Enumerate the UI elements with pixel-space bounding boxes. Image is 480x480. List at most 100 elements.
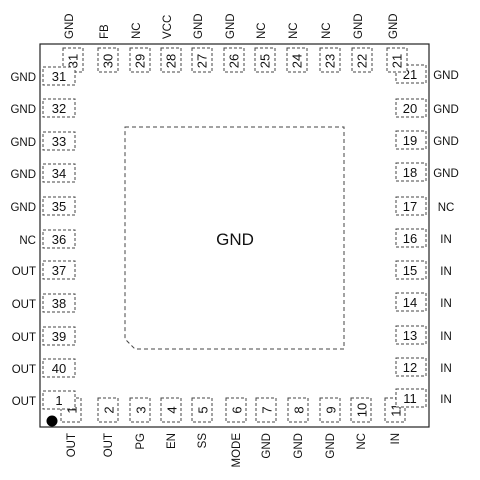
pin-pad bbox=[386, 47, 408, 73]
pin-pad bbox=[395, 357, 427, 377]
pin-pad bbox=[223, 47, 245, 73]
pin-pad bbox=[350, 397, 372, 423]
pin-pad bbox=[42, 163, 76, 183]
pin-pad bbox=[286, 47, 308, 73]
pin-33-left: 33 GND bbox=[10, 131, 76, 151]
pin-name: OUT bbox=[103, 433, 115, 457]
pin-pad bbox=[42, 358, 76, 378]
pin-number: 12 bbox=[403, 360, 417, 375]
pin-name: NC bbox=[131, 22, 143, 39]
pin-name: IN bbox=[440, 266, 452, 278]
pin-name: NC bbox=[288, 22, 300, 39]
pin-name: IN bbox=[390, 433, 402, 445]
pin-pad bbox=[395, 260, 427, 280]
pin-name: GND bbox=[433, 70, 459, 82]
pin-4-bottom: 4EN bbox=[160, 397, 182, 449]
pin-pad bbox=[42, 390, 76, 410]
pin-number: 26 bbox=[226, 54, 241, 68]
pin-number: 20 bbox=[403, 101, 417, 116]
pin-pad bbox=[42, 293, 76, 313]
pin-name: IN bbox=[440, 363, 452, 375]
pin-number: 29 bbox=[132, 54, 147, 68]
pin-number: 33 bbox=[52, 134, 66, 149]
pin-name: OUT bbox=[12, 266, 36, 278]
pin-number: 21 bbox=[389, 54, 404, 68]
pin-number: 40 bbox=[52, 361, 66, 376]
pin-name: GND bbox=[10, 72, 36, 84]
pin-number: 6 bbox=[229, 406, 244, 413]
pin-pad bbox=[395, 228, 427, 248]
pin-number: 9 bbox=[323, 406, 338, 413]
pin-number: 28 bbox=[163, 54, 178, 68]
pin-number: 31 bbox=[65, 54, 80, 68]
pin-number: 5 bbox=[195, 406, 210, 413]
pin-number: 15 bbox=[403, 263, 417, 278]
pin-15-right: 15 IN bbox=[395, 260, 452, 280]
pin-number: 38 bbox=[52, 296, 66, 311]
pin-31-left: 31 GND bbox=[10, 66, 76, 86]
pin-name: GND bbox=[10, 169, 36, 181]
pin-number: 24 bbox=[289, 54, 304, 68]
pin-name: GND bbox=[433, 104, 459, 116]
pin-number: 4 bbox=[164, 406, 179, 413]
pin-name: NC bbox=[256, 22, 268, 39]
pin-number: 36 bbox=[52, 232, 66, 247]
pin-pad bbox=[255, 397, 277, 423]
pin-29-top: 29 NC bbox=[129, 22, 151, 73]
pin-name: GND bbox=[388, 13, 400, 39]
pin-number: 7 bbox=[259, 406, 274, 413]
pin-13-right: 13 IN bbox=[395, 325, 452, 345]
pin-number: 1 bbox=[55, 393, 62, 408]
pin-pad bbox=[395, 98, 427, 118]
pin-pad bbox=[395, 292, 427, 312]
pin-name: GND bbox=[193, 13, 205, 39]
pin-3-bottom: 3PG bbox=[129, 397, 151, 450]
pin-pad bbox=[225, 397, 247, 423]
pin-number: 31 bbox=[52, 69, 66, 84]
pin-name: NC bbox=[438, 202, 455, 214]
pin-24-top: 24 NC bbox=[286, 22, 308, 73]
pin-number: 10 bbox=[354, 403, 369, 417]
pin-34-left: 34 GND bbox=[10, 163, 76, 183]
pin-number: 27 bbox=[194, 54, 209, 68]
pin-name: GND bbox=[10, 137, 36, 149]
pin-pad bbox=[42, 229, 76, 249]
pin-pad bbox=[42, 196, 76, 216]
pin-name: GND bbox=[433, 136, 459, 148]
pin-number: 2 bbox=[101, 406, 116, 413]
pin-number: 39 bbox=[52, 329, 66, 344]
pin-name: GND bbox=[10, 202, 36, 214]
pin-pad bbox=[395, 388, 427, 408]
pin-number: 25 bbox=[257, 54, 272, 68]
pins-layer: 1OUT2OUT3PG4EN5SS6MODE7GND8GND9GND10NC11… bbox=[10, 13, 458, 467]
pin-pad bbox=[254, 47, 276, 73]
pin-number: 22 bbox=[354, 54, 369, 68]
pin-pad bbox=[97, 47, 119, 73]
pin-name: MODE bbox=[231, 433, 243, 468]
pin-name: EN bbox=[166, 433, 178, 449]
pin-number: 3 bbox=[133, 406, 148, 413]
pin1-marker bbox=[46, 415, 58, 427]
pin-27-top: 27 GND bbox=[191, 13, 213, 73]
pin-pad bbox=[42, 260, 76, 280]
pin-number: 34 bbox=[52, 166, 66, 181]
center-label: GND bbox=[216, 230, 254, 249]
pin-name: IN bbox=[440, 331, 452, 343]
pin-name: GND bbox=[325, 433, 337, 459]
pin-pad bbox=[42, 131, 76, 151]
pin-number: 13 bbox=[403, 328, 417, 343]
